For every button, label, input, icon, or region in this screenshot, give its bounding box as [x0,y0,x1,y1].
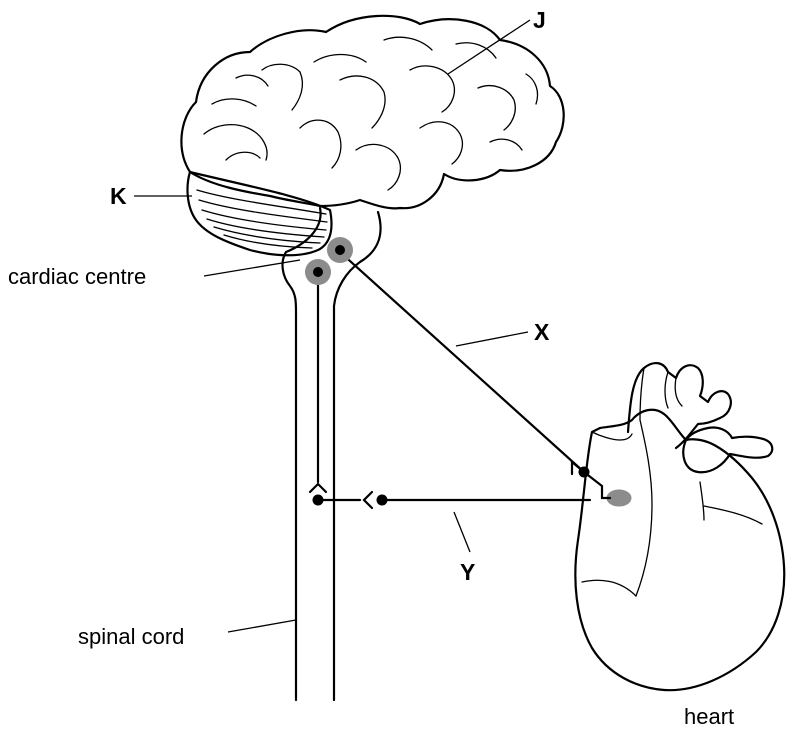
label-x: X [534,319,550,345]
nerve-pathways [305,237,610,508]
neurone-cell-body-x [579,467,590,478]
heart-illustration [575,363,784,690]
label-spinal-cord: spinal cord [78,624,184,649]
label-k: K [110,183,127,209]
label-heart: heart [684,704,734,729]
cerebellum [188,172,332,255]
label-j: J [533,7,546,33]
leader-lines [134,20,530,632]
neurone-cell-body-y [377,495,388,506]
brainstem-spinal-cord [283,208,381,700]
cerebrum [181,16,563,209]
label-cardiac-centre: cardiac centre [8,264,146,289]
neurone-cell-body-cord [313,495,324,506]
label-y: Y [460,559,475,585]
